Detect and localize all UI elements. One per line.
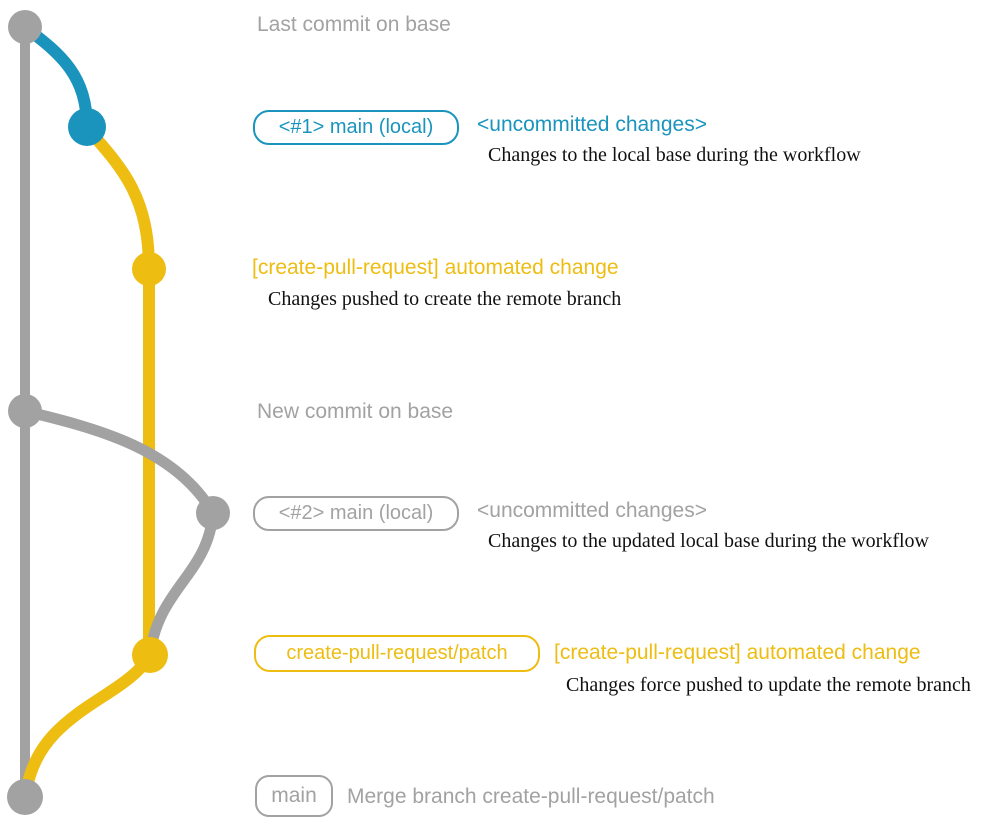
- badge-main: main: [255, 775, 333, 817]
- patch-branch-merge-curve: [20, 649, 156, 799]
- commit-node-new-base: [8, 394, 42, 428]
- main-local-rebase-curve: [144, 507, 219, 661]
- commit-node-main-local-2: [196, 496, 230, 530]
- commit-node-main-local-1: [68, 108, 106, 146]
- commit-node-patch-1: [132, 252, 166, 286]
- merge-branch-label: Merge branch create-pull-request/patch: [347, 785, 715, 808]
- automated-change-caption-1: Changes pushed to create the remote bran…: [268, 288, 622, 310]
- commit-node-last-base: [8, 10, 42, 44]
- uncommitted-changes-caption-1: Changes to the local base during the wor…: [488, 144, 861, 166]
- automated-change-caption-2: Changes force pushed to update the remot…: [566, 674, 971, 696]
- badge-patch-branch: create-pull-request/patch: [254, 635, 540, 672]
- uncommitted-changes-caption-2: Changes to the updated local base during…: [488, 530, 929, 552]
- uncommitted-changes-title-1: <uncommitted changes>: [477, 113, 707, 136]
- automated-change-title-2: [create-pull-request] automated change: [554, 641, 921, 664]
- last-commit-label: Last commit on base: [257, 13, 451, 36]
- main-local-branch-curve-2: [19, 405, 219, 519]
- badge-main-local-1: <#1> main (local): [253, 110, 459, 145]
- badge-main-local-2: <#2> main (local): [253, 496, 459, 531]
- patch-branch-curve-out: [81, 122, 155, 275]
- uncommitted-changes-title-2: <uncommitted changes>: [477, 499, 707, 522]
- commit-node-patch-2: [132, 637, 168, 673]
- new-commit-label: New commit on base: [257, 400, 454, 423]
- commit-node-merge: [7, 779, 43, 815]
- automated-change-title-1: [create-pull-request] automated change: [252, 256, 619, 279]
